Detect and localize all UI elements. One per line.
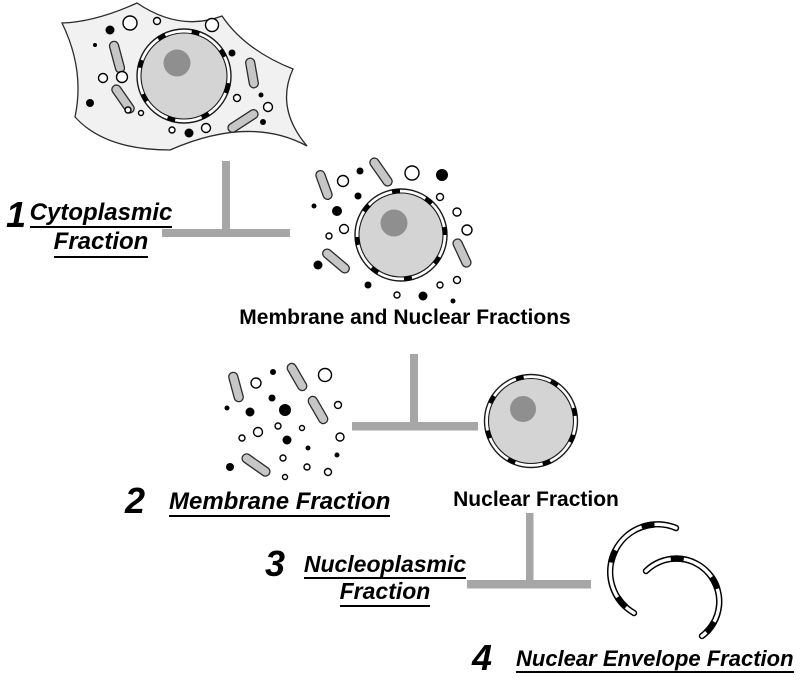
- nuclear-envelope-crescent: [607, 521, 680, 617]
- mitochondrion-rod: [315, 169, 333, 201]
- connector-1-bar: [162, 229, 290, 237]
- mitochondrion-rod: [228, 371, 244, 403]
- vesicles: [97, 15, 274, 134]
- step-1-label: Cytoplasmic Fraction: [26, 199, 176, 258]
- mitochondrion-rod: [245, 57, 259, 89]
- connector-2-bar: [352, 422, 478, 431]
- nucleolus: [510, 396, 536, 422]
- mitochondria-rods: [315, 157, 472, 274]
- nuclear-pores: [354, 188, 448, 282]
- mitochondrion-rod: [452, 238, 472, 268]
- step-3-label: Nucleoplasmic Fraction: [300, 552, 470, 607]
- step-4-label-text: Nuclear Envelope Fraction: [516, 647, 794, 674]
- mitochondrion-rod: [286, 362, 308, 392]
- whole-cell-illustration: [60, 2, 308, 151]
- step-4-number: 4: [472, 637, 493, 678]
- membrane-and-nuclear-fractions-label: Membrane and Nuclear Fractions: [239, 306, 571, 329]
- nucleolus: [163, 49, 191, 77]
- step-4-label: Nuclear Envelope Fraction: [516, 646, 794, 674]
- membrane-and-nuclear-illustration: [311, 157, 473, 304]
- step-1-number: 1: [6, 194, 27, 235]
- nuclear-envelope-illustration: [607, 521, 723, 640]
- connector-2-stem: [410, 354, 418, 427]
- connector-step-2: [352, 354, 478, 431]
- nuclear-pores: [607, 521, 678, 616]
- connector-step-1: [162, 161, 290, 237]
- mitochondrion-rod: [369, 157, 393, 187]
- nucleus: [354, 188, 448, 282]
- nuclear-fraction-illustration: [483, 373, 579, 469]
- step-1-label-line-2: Fraction: [53, 230, 149, 258]
- connector-1-stem: [222, 161, 230, 234]
- step-3-label-line-2: Fraction: [339, 580, 431, 607]
- mitochondrion-rod: [241, 453, 271, 477]
- step-1-label-line-1: Cytoplasmic: [29, 200, 173, 229]
- granule-dots: [311, 167, 456, 304]
- mitochondria-rods: [228, 362, 329, 477]
- step-3-number: 3: [265, 543, 286, 584]
- connector-3-stem: [526, 513, 534, 585]
- step-3-label-line-1: Nucleoplasmic: [303, 552, 467, 580]
- step-2-number: 2: [125, 480, 146, 521]
- nuclear-pores: [484, 374, 578, 468]
- nuclear-pores: [136, 28, 232, 124]
- connector-step-3: [467, 513, 591, 589]
- nucleolus: [380, 209, 408, 237]
- mitochondrion-rod: [227, 109, 259, 133]
- mitochondrion-rod: [322, 248, 350, 274]
- vesicles: [325, 165, 473, 299]
- step-2-label-text: Membrane Fraction: [169, 489, 391, 518]
- mitochondria-rods: [108, 40, 259, 133]
- granule-dots: [86, 25, 266, 138]
- mitochondrion-rod: [307, 395, 329, 425]
- vesicles: [238, 367, 345, 481]
- granule-dots: [224, 369, 340, 471]
- step-2-label: Membrane Fraction: [169, 488, 391, 518]
- connector-3-bar: [467, 580, 591, 589]
- membrane-fraction-illustration: [224, 362, 345, 481]
- nuclear-envelope-crescent: [642, 555, 723, 640]
- nuclear-fraction-label: Nuclear Fraction: [453, 488, 619, 511]
- mitochondrion-rod: [111, 84, 135, 114]
- separation-connectors: [162, 161, 591, 589]
- nucleus: [136, 28, 232, 124]
